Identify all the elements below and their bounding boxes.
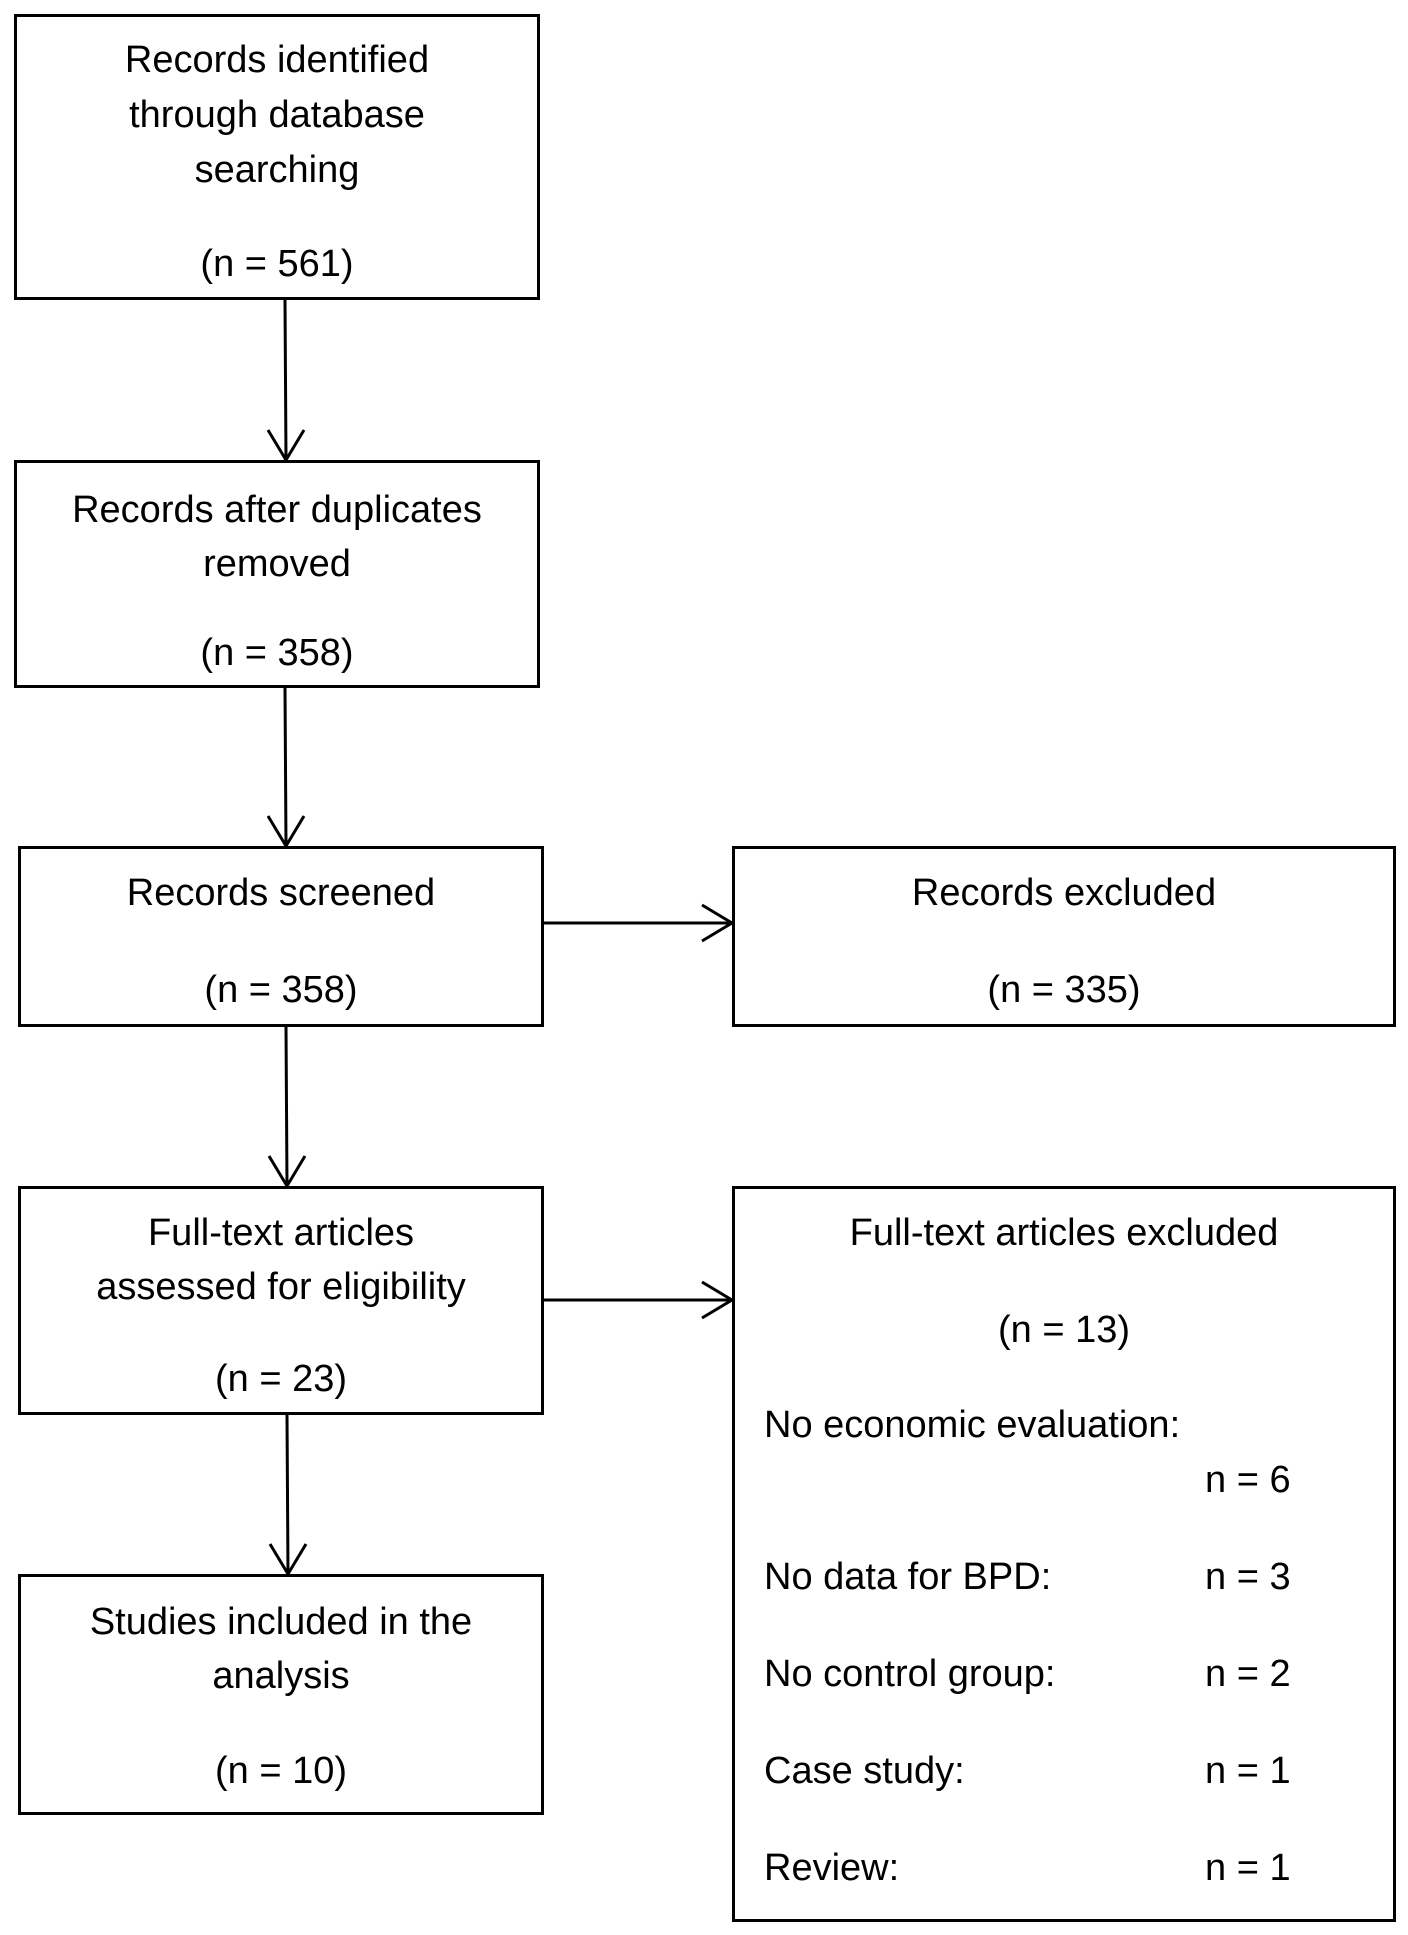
box-records-excluded: Records excluded (n = 335) (732, 846, 1396, 1027)
reason-value: n = 1 (1205, 1750, 1291, 1792)
arrow-screened-to-fulltext (267, 1026, 307, 1189)
dedup-count: (n = 358) (200, 632, 354, 674)
arrow-fulltext-to-included (268, 1414, 308, 1577)
identified-count: (n = 561) (200, 243, 354, 285)
fulltext-excluded-count: (n = 13) (997, 1309, 1131, 1351)
reason-label: No data for BPD: (764, 1556, 1052, 1598)
reason-label: Review: (764, 1847, 900, 1889)
screened-line1: Records screened (126, 872, 436, 914)
box-records-identified: Records identified through database sear… (14, 14, 540, 300)
reason-label: No control group: (764, 1653, 1056, 1695)
excluded-count: (n = 335) (987, 969, 1141, 1011)
fulltext-count: (n = 23) (214, 1358, 348, 1400)
dedup-line2: removed (203, 543, 351, 585)
reason-value: n = 1 (1205, 1847, 1291, 1889)
included-line1: Studies included in the (89, 1601, 473, 1643)
arrow-screened-to-excluded (544, 903, 735, 943)
arrow-dedup-to-screened (266, 687, 306, 849)
identified-line2: through database (129, 94, 425, 136)
reason-label: Case study: (764, 1750, 965, 1792)
fulltext-line1: Full-text articles (147, 1212, 415, 1254)
box-fulltext-excluded: Full-text articles excluded (n = 13) No … (732, 1186, 1396, 1922)
identified-line3: searching (194, 149, 360, 191)
arrow-identified-to-dedup (266, 299, 306, 463)
reason-value: n = 2 (1205, 1653, 1291, 1695)
reason-value: n = 3 (1205, 1556, 1291, 1598)
reason-value: n = 6 (1205, 1459, 1291, 1501)
box-studies-included: Studies included in the analysis (n = 10… (18, 1574, 544, 1815)
screened-count: (n = 358) (204, 969, 358, 1011)
included-count: (n = 10) (214, 1750, 348, 1792)
excluded-line1: Records excluded (911, 872, 1217, 914)
fulltext-line2: assessed for eligibility (96, 1266, 466, 1308)
dedup-line1: Records after duplicates (72, 489, 482, 531)
reason-label: No economic evaluation: (764, 1404, 1181, 1446)
box-fulltext-assessed: Full-text articles assessed for eligibil… (18, 1186, 544, 1415)
arrow-fulltext-to-fulltext-excluded (544, 1280, 735, 1320)
fulltext-excluded-title: Full-text articles excluded (849, 1212, 1279, 1254)
box-records-after-duplicates: Records after duplicates removed (n = 35… (14, 460, 540, 688)
included-line2: analysis (212, 1655, 350, 1697)
box-records-screened: Records screened (n = 358) (18, 846, 544, 1027)
identified-line1: Records identified (124, 39, 430, 81)
